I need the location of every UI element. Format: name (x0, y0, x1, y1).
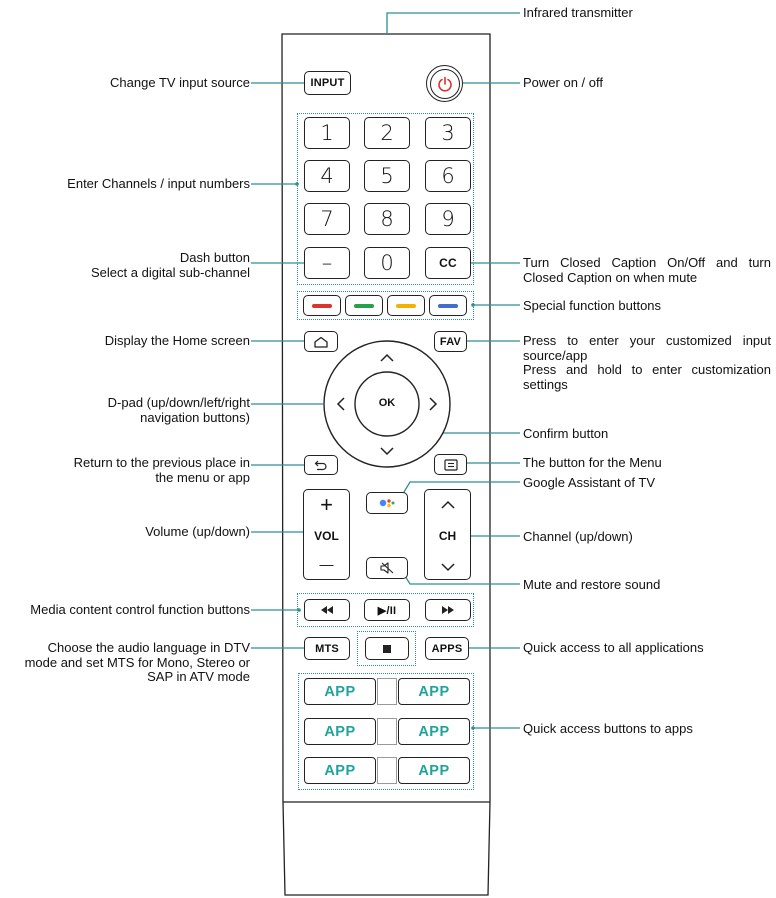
dash-button[interactable]: – (304, 247, 350, 279)
fast-forward-button[interactable] (425, 599, 471, 621)
label-app-buttons: Quick access buttons to apps (523, 721, 693, 736)
assistant-dot-2 (387, 499, 391, 503)
assistant-dot-4 (391, 501, 395, 505)
google-assistant-button[interactable] (366, 492, 408, 514)
input-button[interactable]: INPUT (304, 71, 351, 95)
stop-button[interactable] (365, 637, 409, 660)
app-button-2[interactable]: APP (398, 678, 470, 705)
color-keys-group (297, 291, 474, 320)
label-mute: Mute and restore sound (523, 577, 661, 592)
number-pad-group (297, 113, 474, 285)
volume-down-button[interactable]: — (319, 556, 334, 572)
rewind-icon (321, 606, 333, 614)
number-key-4[interactable]: 4 (304, 160, 350, 192)
number-key-9[interactable]: 9 (425, 203, 471, 235)
label-apps: Quick access to all applications (523, 640, 704, 655)
home-icon (314, 336, 328, 348)
label-confirm: Confirm button (523, 426, 609, 441)
number-key-0[interactable]: 0 (364, 247, 410, 279)
label-power: Power on / off (523, 75, 603, 90)
channel-label: CH (438, 529, 457, 543)
stop-key-group (357, 631, 416, 666)
back-button[interactable] (304, 455, 338, 475)
app-button-6[interactable]: APP (398, 757, 470, 784)
mts-button[interactable]: MTS (304, 637, 350, 660)
label-numbers: Enter Channels / input numbers (67, 176, 250, 191)
number-key-3[interactable]: 3 (425, 117, 471, 149)
app-button-4[interactable]: APP (398, 718, 470, 745)
app-gap-2 (377, 718, 397, 745)
app-button-3[interactable]: APP (304, 718, 376, 745)
channel-rocker[interactable]: CH (424, 489, 471, 580)
number-key-8[interactable]: 8 (364, 203, 410, 235)
volume-up-button[interactable]: + (320, 492, 333, 517)
label-channel: Channel (up/down) (523, 529, 633, 544)
google-assistant-icon (379, 499, 395, 508)
power-icon (437, 76, 452, 92)
label-special: Special function buttons (523, 298, 662, 313)
label-infrared: Infrared transmitter (523, 5, 633, 20)
label-input-source: Change TV input source (110, 75, 250, 90)
number-key-6[interactable]: 6 (425, 160, 471, 192)
label-menu: The button for the Menu (523, 455, 662, 470)
number-key-7[interactable]: 7 (304, 203, 350, 235)
label-volume: Volume (up/down) (145, 524, 250, 539)
cc-button[interactable]: CC (425, 247, 471, 279)
green-key-color-bar (354, 303, 374, 308)
menu-button[interactable] (434, 454, 467, 475)
channel-down-icon[interactable] (440, 562, 456, 572)
label-home: Display the Home screen (104, 333, 250, 348)
yellow-key-color-bar (396, 303, 416, 308)
app-button-5[interactable]: APP (304, 757, 376, 784)
app-keys-group (298, 673, 474, 790)
assistant-dot-1 (379, 499, 387, 507)
rewind-button[interactable] (304, 599, 350, 621)
red-key-color-bar (312, 303, 332, 308)
app-gap-1 (377, 678, 397, 705)
stop-icon (383, 644, 391, 653)
app-gap-3 (377, 757, 397, 784)
ok-button[interactable]: OK (378, 397, 396, 409)
dpad-right-icon (429, 397, 438, 411)
mute-icon (380, 562, 394, 574)
blue-key[interactable] (429, 295, 467, 316)
blue-key-color-bar (438, 303, 458, 308)
leader-infrared (386, 12, 520, 34)
power-button[interactable] (426, 65, 463, 102)
menu-icon (443, 458, 458, 471)
yellow-key[interactable] (387, 295, 425, 316)
label-assistant: Google Assistant of TV (523, 475, 655, 490)
back-icon (314, 460, 327, 471)
assistant-dot-3 (387, 503, 391, 508)
media-keys-group (297, 593, 474, 627)
apps-button[interactable]: APPS (425, 637, 469, 660)
number-key-2[interactable]: 2 (364, 117, 410, 149)
play-pause-button[interactable]: ▶/II (364, 599, 410, 621)
home-button[interactable] (304, 331, 338, 352)
dpad-up-icon (380, 353, 394, 362)
green-key[interactable] (345, 295, 383, 316)
volume-rocker[interactable]: + VOL — (303, 489, 350, 580)
mute-button[interactable] (366, 557, 408, 579)
number-key-1[interactable]: 1 (304, 117, 350, 149)
red-key[interactable] (303, 295, 341, 316)
label-fav: Press to enter your customized input sou… (523, 333, 771, 392)
volume-label: VOL (314, 529, 339, 543)
dpad-down-icon (380, 447, 394, 456)
label-media: Media content control function buttons (30, 602, 250, 617)
channel-up-icon[interactable] (440, 500, 456, 510)
dpad-left-icon (336, 397, 345, 411)
label-cc: Turn Closed Caption On/Off and turn Clos… (523, 255, 771, 285)
fav-button[interactable]: FAV (434, 331, 467, 352)
app-button-1[interactable]: APP (304, 678, 376, 705)
ok-ring (354, 371, 420, 437)
fast-forward-icon (442, 606, 454, 614)
number-key-5[interactable]: 5 (364, 160, 410, 192)
